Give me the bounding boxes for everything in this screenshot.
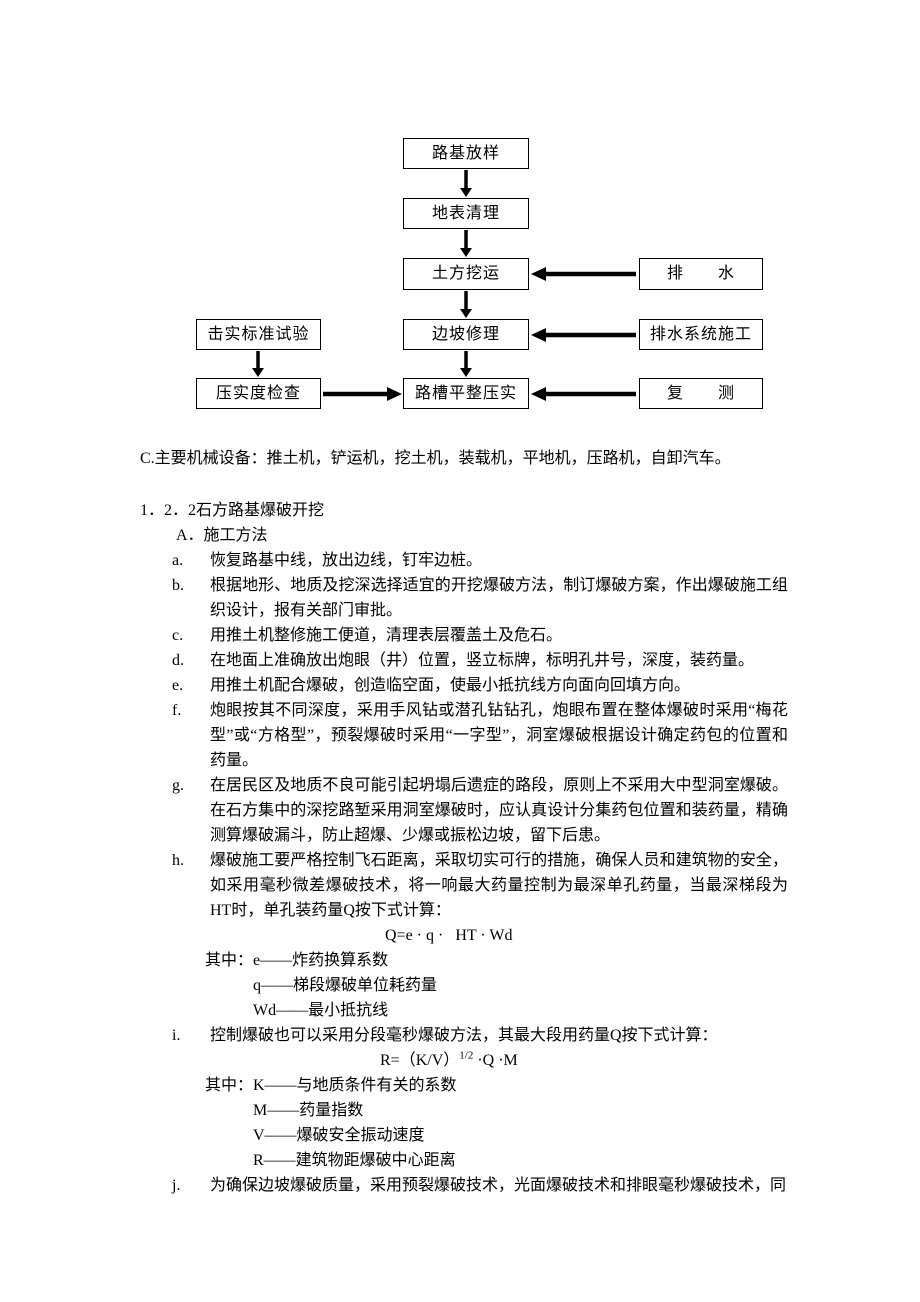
flow-box-slope-repair: 边坡修理 (403, 319, 529, 350)
list-item: i. 控制爆破也可以采用分段毫秒爆破方法，其最大段用药量Q按下式计算： (172, 1023, 790, 1048)
down-arrow-icon (460, 230, 472, 257)
right-arrow-icon (323, 387, 402, 401)
list-item-label: i. (172, 1027, 181, 1044)
flow-arrows (252, 170, 636, 401)
formula-note: 其中：K——与地质条件有关的系数 (205, 1077, 457, 1094)
list-item-text: 爆破施工要严格控制飞石距离，采取切实可行的措施，确保人员和建筑物的安全，如采用毫… (210, 852, 788, 919)
list-item: e. 用推土机配合爆破，创造临空面，使最小抵抗线方向面向回填方向。 (172, 673, 790, 698)
process-flowchart: 路基放样 地表清理 土方挖运 边坡修理 路槽平整压实 击实标准试验 压实度检查 … (0, 0, 920, 440)
list-item-label: c. (172, 627, 184, 644)
flow-box-trough-compaction: 路槽平整压实 (403, 378, 529, 409)
list-item: g. 在居民区及地质不良可能引起坍塌后遗症的路段，原则上不采用大中型洞室爆破。在… (172, 773, 790, 848)
down-arrow-icon (460, 351, 472, 377)
formula-segment-charge: R=（K/V）1/2 ·Q ·M (380, 1048, 790, 1073)
list-item-label: h. (172, 852, 184, 869)
flow-box-earth-excavation: 土方挖运 (403, 258, 529, 290)
formula-single-hole-charge: Q=e · q · HT · Wd (385, 927, 513, 944)
list-item: h. 爆破施工要严格控制飞石距离，采取切实可行的措施，确保人员和建筑物的安全，如… (172, 848, 790, 923)
list-item-label: b. (172, 577, 184, 594)
flow-box-compaction-check: 压实度检查 (196, 378, 321, 409)
flow-box-compaction-test: 击实标准试验 (196, 319, 321, 350)
formula-suffix: ·Q ·M (473, 1052, 518, 1069)
list-item-text: 炮眼按其不同深度，采用手风钻或潜孔钻钻孔，炮眼布置在整体爆破时采用“梅花型”或“… (210, 702, 788, 769)
flow-box-roadbed-setout: 路基放样 (403, 138, 529, 169)
left-arrow-icon (531, 328, 636, 342)
list-item-label: d. (172, 652, 184, 669)
list-item-text: 恢复路基中线，放出边线，钉牢边桩。 (210, 552, 483, 569)
list-item-label: a. (172, 552, 184, 569)
list-item-text: 用推土机整修施工便道，清理表层覆盖土及危石。 (210, 627, 563, 644)
formula-note: R——建筑物距爆破中心距离 (253, 1152, 456, 1169)
list-item-text: 在地面上准确放出炮眼（井）位置，竖立标牌，标明孔井号，深度，装药量。 (210, 652, 755, 669)
flow-box-drainage-system: 排水系统施工 (639, 319, 763, 350)
down-arrow-icon (460, 170, 472, 197)
formula-superscript: 1/2 (459, 1049, 474, 1062)
list-item: j. 为确保边坡爆破质量，采用预裂爆破技术，光面爆破技术和排眼毫秒爆破技术，同 (172, 1173, 790, 1198)
method-heading: A．施工方法 (176, 527, 268, 544)
formula-prefix: R=（K/V） (380, 1052, 460, 1069)
list-item-label: f. (172, 702, 182, 719)
section-heading: 1．2．2石方路基爆破开挖 (140, 502, 325, 519)
equipment-line: C.主要机械设备：推土机，铲运机，挖土机，装载机，平地机，压路机，自卸汽车。 (140, 450, 731, 467)
left-arrow-icon (531, 387, 636, 401)
down-arrow-icon (252, 351, 264, 377)
flow-box-drainage: 排 水 (639, 258, 763, 290)
list-item-text: 控制爆破也可以采用分段毫秒爆破方法，其最大段用药量Q按下式计算： (210, 1027, 718, 1044)
list-item-label: e. (172, 677, 184, 694)
document-body: C.主要机械设备：推土机，铲运机，挖土机，装载机，平地机，压路机，自卸汽车。 1… (0, 446, 920, 1198)
flow-box-surface-clearing: 地表清理 (403, 198, 529, 229)
down-arrow-icon (460, 291, 472, 318)
list-item-label: g. (172, 777, 184, 794)
list-item-text: 根据地形、地质及挖深选择适宜的开挖爆破方法，制订爆破方案，作出爆破施工组织设计，… (210, 577, 788, 619)
list-item: d. 在地面上准确放出炮眼（井）位置，竖立标牌，标明孔井号，深度，装药量。 (172, 648, 790, 673)
left-arrow-icon (531, 267, 636, 281)
list-item: b. 根据地形、地质及挖深选择适宜的开挖爆破方法，制订爆破方案，作出爆破施工组织… (172, 573, 790, 623)
formula-note: q——梯段爆破单位耗药量 (253, 977, 438, 994)
formula-note: M——药量指数 (253, 1102, 364, 1119)
list-item-text: 用推土机配合爆破，创造临空面，使最小抵抗线方向面向回填方向。 (210, 677, 691, 694)
list-item: f. 炮眼按其不同深度，采用手风钻或潜孔钻钻孔，炮眼布置在整体爆破时采用“梅花型… (172, 698, 790, 773)
list-item: c. 用推土机整修施工便道，清理表层覆盖土及危石。 (172, 623, 790, 648)
formula-note: 其中：e——炸药换算系数 (205, 952, 389, 969)
list-item-label: j. (172, 1177, 181, 1194)
formula-note: V——爆破安全振动速度 (253, 1127, 425, 1144)
list-item: a. 恢复路基中线，放出边线，钉牢边桩。 (172, 548, 790, 573)
list-item-text: 为确保边坡爆破质量，采用预裂爆破技术，光面爆破技术和排眼毫秒爆破技术，同 (210, 1177, 787, 1194)
list-item-text: 在居民区及地质不良可能引起坍塌后遗症的路段，原则上不采用大中型洞室爆破。在石方集… (210, 777, 788, 844)
flow-box-resurvey: 复 测 (639, 378, 763, 409)
formula-note: Wd——最小抵抗线 (253, 1002, 389, 1019)
